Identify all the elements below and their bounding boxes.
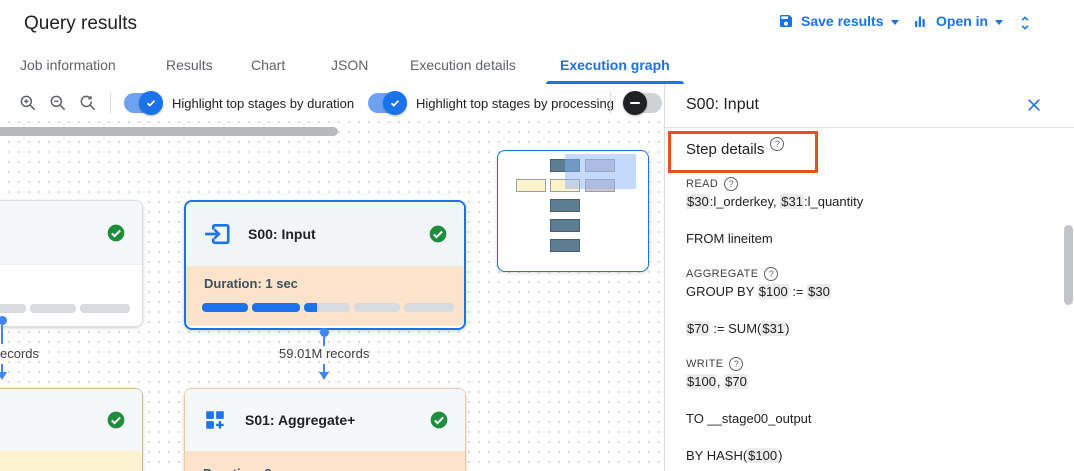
help-icon[interactable]: ?: [770, 137, 785, 151]
aggregate-stage-icon: [201, 406, 229, 434]
caret-down-icon: [890, 19, 899, 25]
tab-json[interactable]: JSON: [331, 57, 369, 73]
toggle-check-icon: [383, 91, 407, 115]
stage-node-s00[interactable]: S00: Input Duration: 1 sec: [184, 200, 466, 330]
step-section-label: READ?: [686, 176, 1051, 192]
edge-line: [1, 364, 3, 372]
edge-arrowhead-icon: [319, 372, 329, 380]
tab-execution-details[interactable]: Execution details: [410, 57, 516, 73]
step-detail-line: GROUP BY $100 := $30: [686, 284, 831, 299]
help-icon[interactable]: ?: [724, 177, 739, 191]
header: Query results Save results Open in: [0, 0, 1074, 48]
tab-bar: Job information Results Chart JSON Execu…: [0, 47, 1074, 85]
edge-records-label: ecords: [0, 346, 40, 361]
zoom-reset-button[interactable]: [78, 93, 98, 113]
toggle-check-icon: [139, 91, 163, 115]
minimap[interactable]: [497, 150, 649, 272]
edge-arrowhead-icon: [0, 372, 7, 380]
panel-header: S00: Input: [665, 84, 1074, 128]
stage-node-left-bottom[interactable]: [0, 388, 143, 471]
step-detail-line: FROM lineitem: [686, 231, 773, 246]
step-detail-line: $30:l_orderkey, $31:l_quantity: [686, 194, 864, 209]
toggle-processing-label: Highlight top stages by processing: [416, 96, 615, 111]
chart-icon: [913, 13, 929, 29]
edge-origin-dot: [0, 316, 7, 325]
save-icon: [778, 13, 794, 29]
check-circle-icon: [429, 410, 449, 430]
stage-title: S00: Input: [248, 226, 316, 242]
vertical-scrollbar[interactable]: [1064, 225, 1073, 305]
step-section-label: WRITE?: [686, 356, 1051, 372]
stage-node-left-top[interactable]: [0, 200, 143, 327]
zoom-in-button[interactable]: [18, 93, 38, 113]
open-in-button[interactable]: Open in: [913, 13, 1004, 29]
minimap-stage-rect: [550, 199, 580, 212]
horizontal-scrollbar[interactable]: [0, 127, 338, 136]
edge-line: [323, 337, 325, 346]
step-section-label: AGGREGATE?: [686, 266, 1051, 282]
minimap-stage-rect: [550, 239, 580, 252]
tab-job-information[interactable]: Job information: [20, 57, 116, 73]
help-icon[interactable]: ?: [764, 267, 779, 281]
toggle-duration-label: Highlight top stages by duration: [172, 96, 355, 111]
check-circle-icon: [106, 410, 126, 430]
zoom-out-button[interactable]: [48, 93, 68, 113]
step-detail-line: BY HASH($100): [686, 448, 783, 463]
step-details-heading: Step details ?: [686, 137, 785, 158]
step-detail-line: $70 := SUM($31): [686, 321, 790, 336]
toggle-highlight-processing[interactable]: [368, 91, 407, 115]
stage-duration: Duration: 1 sec: [204, 276, 298, 291]
minimap-viewport[interactable]: [565, 154, 636, 189]
minimap-stage-rect: [516, 179, 546, 192]
edge-records-label: 59.01M records: [279, 346, 370, 361]
step-details-panel: S00: Input Step details ? READ? $30:l_ord…: [664, 84, 1074, 471]
page-title: Query results: [24, 13, 137, 34]
graph-toolbar: Highlight top stages by duration Highlig…: [0, 84, 664, 122]
edge-line: [1, 325, 3, 344]
edge-line: [323, 364, 325, 372]
caret-down-icon: [995, 19, 1004, 25]
step-detail-line: $100, $70: [686, 374, 748, 389]
stage-node-s01[interactable]: S01: Aggregate+ Duration: 2 sec: [184, 388, 466, 471]
step-detail-line: TO __stage00_output: [686, 411, 812, 426]
collapse-expand-button[interactable]: [1016, 14, 1034, 32]
input-stage-icon: [202, 219, 232, 249]
save-results-label: Save results: [801, 13, 884, 29]
stage-duration: Duration: 2 sec: [203, 466, 297, 471]
active-tab-underline: [546, 81, 684, 84]
unfold-icon: [1016, 14, 1034, 32]
toolbar-divider: [610, 92, 611, 114]
toggle-dash-icon: [623, 91, 647, 115]
close-icon[interactable]: [1026, 97, 1042, 113]
minimap-stage-rect: [550, 219, 580, 232]
toggle-dark-option[interactable]: [623, 91, 662, 115]
tab-execution-graph[interactable]: Execution graph: [546, 47, 684, 84]
check-circle-icon: [106, 223, 126, 243]
stage-progress-bar: [202, 303, 454, 312]
stage-progress-bar: [0, 304, 130, 313]
stage-title: S01: Aggregate+: [245, 412, 356, 428]
check-circle-icon: [428, 224, 448, 244]
toggle-highlight-duration[interactable]: [124, 91, 163, 115]
execution-graph-canvas[interactable]: S00: Input Duration: 1 sec: [0, 121, 664, 471]
edge-origin-dot: [320, 328, 329, 337]
toolbar-divider: [110, 92, 111, 114]
help-icon[interactable]: ?: [729, 357, 744, 371]
open-in-label: Open in: [936, 13, 989, 29]
panel-title: S00: Input: [686, 96, 759, 113]
tab-results[interactable]: Results: [166, 57, 213, 73]
save-results-button[interactable]: Save results: [778, 13, 899, 29]
tab-chart[interactable]: Chart: [251, 57, 286, 73]
